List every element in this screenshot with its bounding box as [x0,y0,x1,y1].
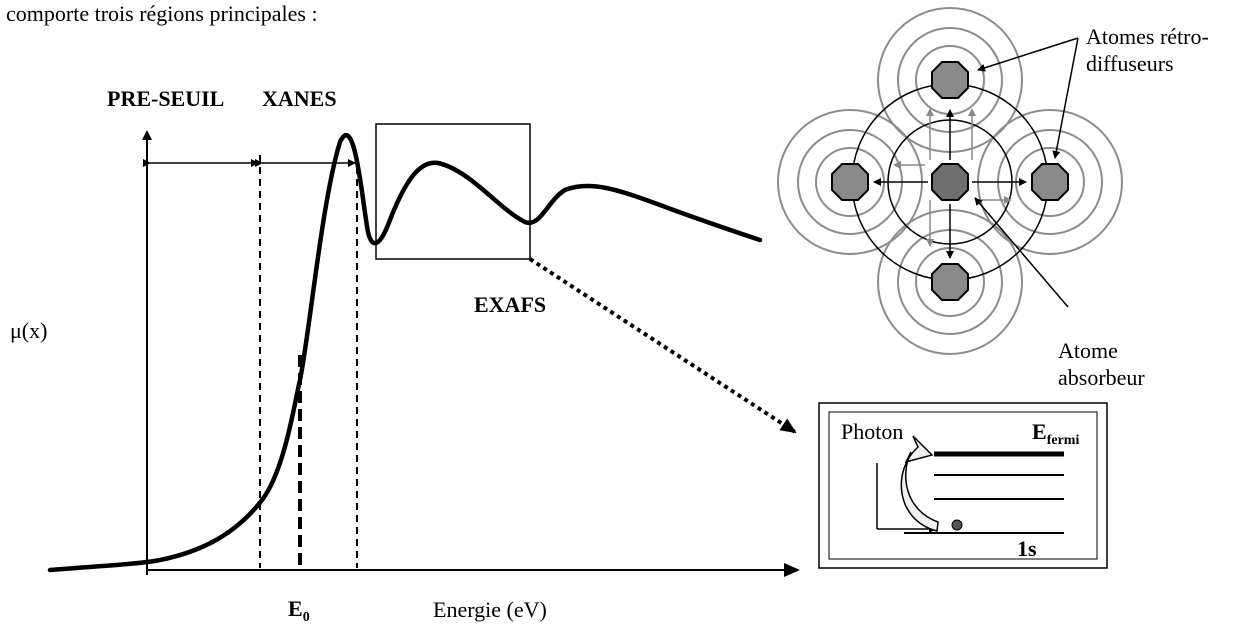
backscatter-pointer-2 [1055,38,1078,158]
backscatter-label-line1: Atomes rétro- [1086,24,1209,49]
backscatter-pointer-1 [978,38,1078,70]
x-axis-label: Energie (eV) [433,597,547,622]
pre-edge-label: PRE-SEUIL [107,86,224,111]
core-level-label: 1s [1017,536,1037,561]
absorption-curve [50,135,760,570]
exafs-label: EXAFS [474,292,546,317]
atom-diagram [778,8,1122,354]
backscatter-atom-bottom [932,264,968,300]
backscatter-atom-left [832,164,868,200]
electron [952,520,962,530]
backscatter-atom-right [1032,164,1068,200]
zoom-arrow [530,259,795,432]
backscatter-label-line2: diffuseurs [1086,51,1174,76]
absorber-atom [932,164,968,200]
photon-label: Photon [841,419,903,444]
e0-label: E0 [288,596,310,625]
y-axis-label: μ(x) [10,318,47,343]
xanes-label: XANES [262,86,337,111]
exafs-box [376,124,530,259]
backscatter-atom-top [932,62,968,98]
absorber-label-line2: absorbeur [1058,365,1145,390]
intro-text: comporte trois régions principales : [6,1,318,26]
absorber-label-line1: Atome [1058,338,1118,363]
